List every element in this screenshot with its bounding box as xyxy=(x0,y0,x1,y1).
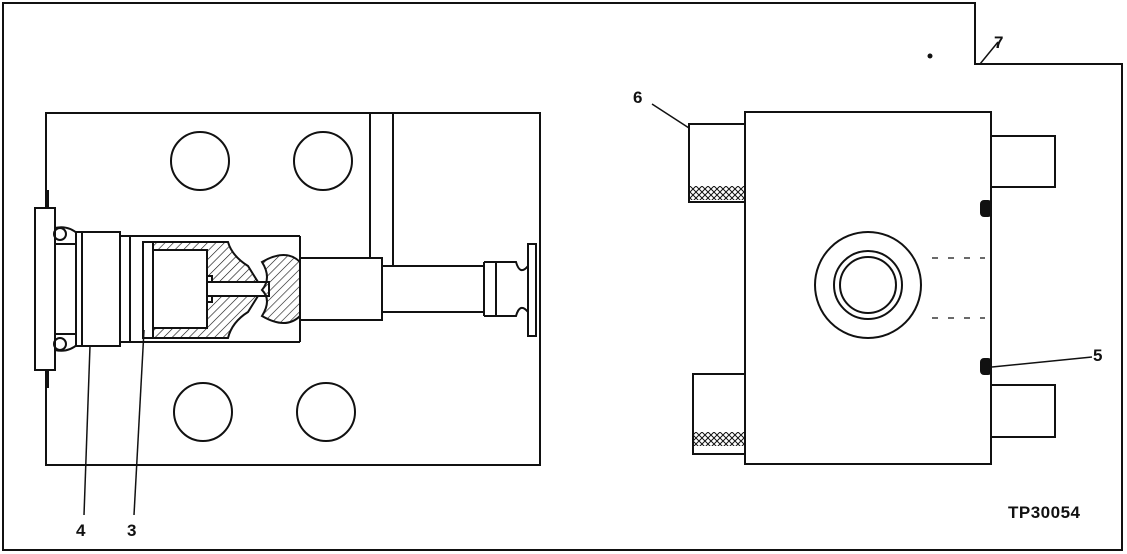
callout-3: 3 xyxy=(127,521,136,540)
callout-6: 6 xyxy=(633,88,642,107)
plug xyxy=(75,231,131,347)
callout-5: 5 xyxy=(1093,346,1102,365)
mounting-lug-top-right xyxy=(991,135,1056,188)
spool-stem xyxy=(299,243,537,337)
port-hole xyxy=(170,131,230,191)
o-ring xyxy=(980,200,992,375)
mounting-lug-top-left xyxy=(688,123,746,203)
port-hole xyxy=(173,382,233,442)
spool-bore xyxy=(130,235,301,343)
center-port xyxy=(814,231,922,339)
leader-lines xyxy=(83,41,1093,516)
end-cap xyxy=(34,190,79,388)
mounting-lug-bottom-left xyxy=(692,373,746,455)
figure-id-code: TP30054 xyxy=(1008,503,1081,522)
mounting-lug-bottom-right xyxy=(991,384,1056,438)
port-hole xyxy=(296,382,356,442)
port-hole xyxy=(293,131,353,191)
valve-block-right xyxy=(744,111,992,465)
callout-4: 4 xyxy=(76,521,86,540)
callout-7: 7 xyxy=(994,33,1003,52)
piston-section xyxy=(142,241,301,339)
